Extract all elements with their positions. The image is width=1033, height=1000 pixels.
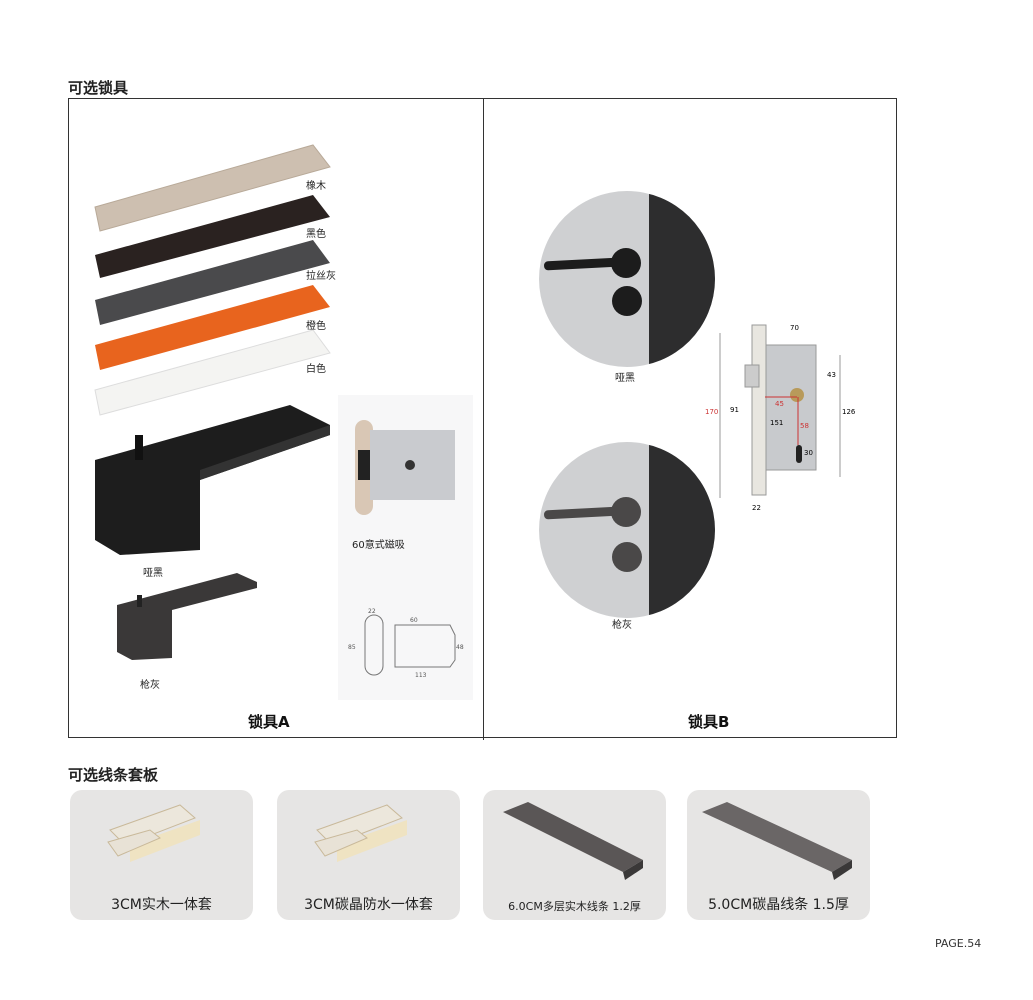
multilayer-wood-trim-image bbox=[503, 802, 643, 880]
lock-b-title: 锁具B bbox=[688, 713, 730, 731]
dim-label: 60 bbox=[410, 617, 418, 624]
trim-section-title: 可选线条套板 bbox=[68, 766, 159, 784]
magnetic-lock-diagram: 22 60 85 48 113 bbox=[348, 608, 464, 679]
swatch-white bbox=[94, 329, 331, 416]
gunmetal-handle-photo bbox=[539, 442, 715, 618]
dim-label: 58 bbox=[800, 422, 809, 430]
handle-finish-label: 哑黑 bbox=[143, 568, 163, 579]
dim-label: 113 bbox=[415, 672, 427, 679]
trim-card[interactable]: 5.0CM碳晶线条 1.5厚 bbox=[687, 790, 870, 920]
magnetic-lock-label: 60意式磁吸 bbox=[352, 540, 405, 551]
dim-label: 91 bbox=[730, 406, 739, 414]
swatch-label: 橡木 bbox=[306, 181, 326, 192]
handle-finish-label: 枪灰 bbox=[612, 620, 632, 631]
swatch-label: 橙色 bbox=[306, 321, 326, 332]
black-handle-image bbox=[95, 405, 330, 555]
carbon-crystal-casing-image bbox=[314, 804, 407, 862]
swatch-label: 黑色 bbox=[306, 229, 326, 240]
dim-label: 151 bbox=[770, 419, 783, 427]
magnetic-lock-image bbox=[355, 420, 455, 515]
mortise-lock-diagram: 70 43 170 91 45 151 58 126 30 22 bbox=[705, 324, 856, 512]
dim-label: 22 bbox=[752, 504, 761, 512]
trim-card[interactable]: 6.0CM多层实木线条 1.2厚 bbox=[483, 790, 666, 920]
wood-casing-image bbox=[107, 804, 200, 862]
color-swatches bbox=[94, 144, 331, 416]
swatch-black bbox=[95, 195, 330, 278]
locks-section-title: 可选锁具 bbox=[68, 79, 129, 97]
lock-a-title: 锁具A bbox=[248, 713, 290, 731]
dim-label: 170 bbox=[705, 408, 718, 416]
trim-card[interactable]: 3CM碳晶防水一体套 bbox=[277, 790, 460, 920]
dim-label: 126 bbox=[842, 408, 856, 416]
trim-label: 5.0CM碳晶线条 1.5厚 bbox=[708, 897, 849, 913]
matte-black-handle-photo bbox=[539, 191, 715, 367]
dim-label: 45 bbox=[775, 400, 784, 408]
trim-label: 3CM碳晶防水一体套 bbox=[304, 897, 433, 913]
dim-label: 85 bbox=[348, 644, 356, 651]
handle-finish-label: 哑黑 bbox=[615, 373, 635, 384]
trim-card[interactable]: 3CM实木一体套 bbox=[70, 790, 253, 920]
dim-label: 43 bbox=[827, 371, 836, 379]
swatch-brushed-grey bbox=[95, 240, 330, 325]
swatch-label: 白色 bbox=[306, 364, 326, 375]
trim-label: 3CM实木一体套 bbox=[111, 897, 212, 913]
swatch-orange bbox=[95, 285, 330, 370]
panel-divider bbox=[483, 98, 484, 740]
swatch-oak bbox=[94, 144, 331, 232]
handle-finish-label: 枪灰 bbox=[140, 680, 160, 691]
dim-label: 48 bbox=[456, 644, 464, 651]
swatch-label: 拉丝灰 bbox=[306, 271, 336, 282]
gunmetal-handle-image bbox=[117, 573, 257, 660]
page-number: PAGE.54 bbox=[935, 937, 982, 950]
locks-panel bbox=[68, 98, 897, 738]
dim-label: 22 bbox=[368, 608, 376, 615]
carbon-crystal-trim-image bbox=[702, 802, 852, 880]
trim-label: 6.0CM多层实木线条 1.2厚 bbox=[508, 900, 641, 913]
dim-label: 30 bbox=[804, 449, 813, 457]
dim-label: 70 bbox=[790, 324, 799, 332]
